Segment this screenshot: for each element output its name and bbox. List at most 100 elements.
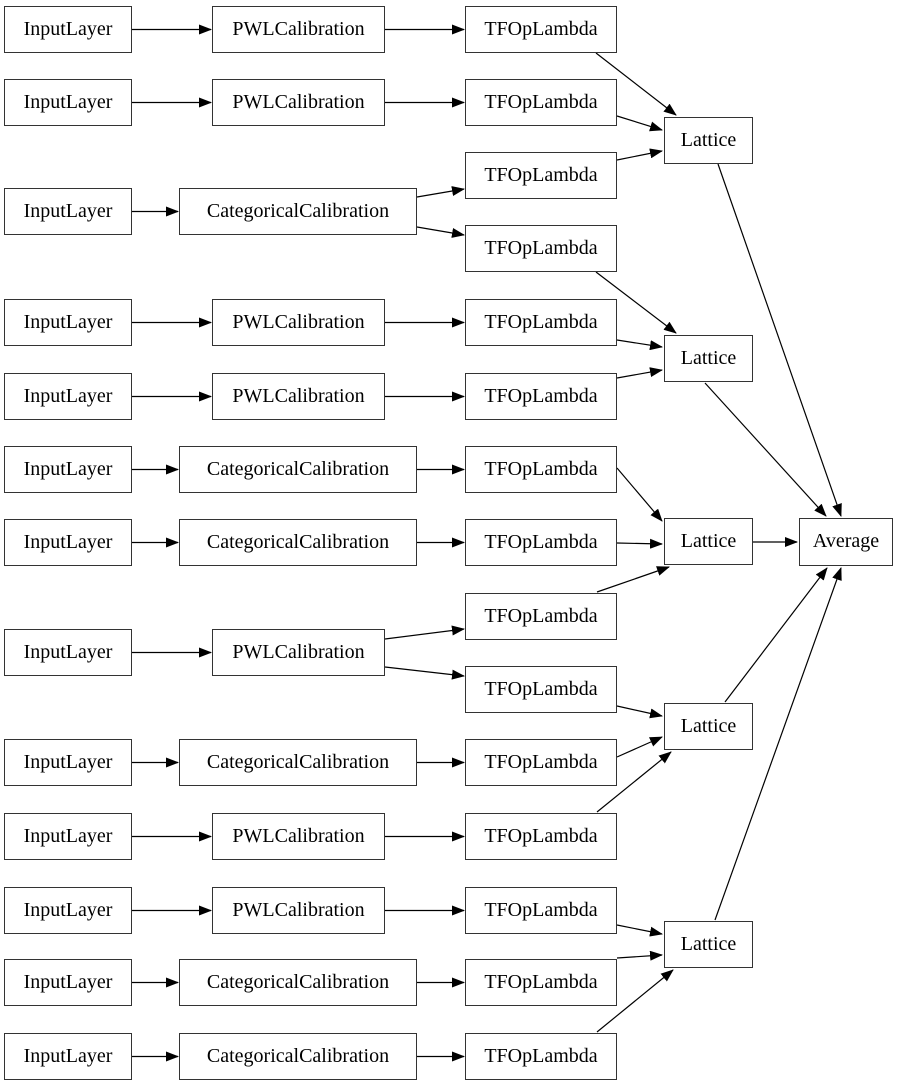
node-label: InputLayer — [23, 750, 113, 773]
node-label: Lattice — [680, 128, 737, 151]
edge-catcalib-1-to-lambda-4 — [416, 226, 465, 238]
node-label: TFOpLambda — [484, 17, 598, 40]
node-lattice-4: Lattice — [664, 703, 753, 750]
node-lambda-9: TFOpLambda — [465, 593, 617, 640]
node-lattice-5: Lattice — [664, 921, 753, 968]
node-pwlcalib-1: PWLCalibration — [212, 6, 385, 53]
edge-lambda-10-to-lattice-4 — [616, 705, 663, 719]
node-label: CategoricalCalibration — [206, 457, 390, 480]
node-label: TFOpLambda — [484, 457, 598, 480]
node-lattice-3: Lattice — [664, 518, 753, 565]
node-label: InputLayer — [23, 898, 113, 921]
node-input-4: InputLayer — [4, 299, 132, 346]
node-average-1: Average — [799, 518, 893, 566]
node-label: InputLayer — [23, 457, 113, 480]
node-pwlcalib-4: PWLCalibration — [212, 373, 385, 420]
node-label: CategoricalCalibration — [206, 199, 390, 222]
node-input-9: InputLayer — [4, 739, 132, 786]
node-catcalib-5: CategoricalCalibration — [179, 959, 417, 1006]
edge-lambda-5-to-lattice-2 — [616, 339, 663, 351]
edge-catcalib-1-to-lambda-3 — [416, 186, 465, 198]
node-lambda-5: TFOpLambda — [465, 299, 617, 346]
node-pwlcalib-5: PWLCalibration — [212, 629, 385, 676]
node-label: CategoricalCalibration — [206, 750, 390, 773]
node-lambda-13: TFOpLambda — [465, 887, 617, 934]
node-label: InputLayer — [23, 310, 113, 333]
node-label: CategoricalCalibration — [206, 530, 390, 553]
node-label: InputLayer — [23, 1044, 113, 1067]
edge-lattice-5-to-average-1 — [714, 567, 842, 921]
node-label: TFOpLambda — [484, 970, 598, 993]
edge-lambda-6-to-lattice-2 — [616, 367, 663, 379]
node-label: TFOpLambda — [484, 310, 598, 333]
node-lattice-1: Lattice — [664, 117, 753, 164]
edge-lambda-14-to-lattice-5 — [616, 950, 663, 961]
node-lambda-3: TFOpLambda — [465, 152, 617, 199]
node-label: TFOpLambda — [484, 90, 598, 113]
node-label: Lattice — [680, 714, 737, 737]
node-catcalib-3: CategoricalCalibration — [179, 519, 417, 566]
node-label: TFOpLambda — [484, 750, 598, 773]
node-lambda-11: TFOpLambda — [465, 739, 617, 786]
node-lambda-2: TFOpLambda — [465, 79, 617, 126]
node-catcalib-2: CategoricalCalibration — [179, 446, 417, 493]
node-pwlcalib-7: PWLCalibration — [212, 887, 385, 934]
edge-lattice-2-to-average-1 — [704, 382, 827, 517]
edge-lambda-12-to-lattice-4 — [596, 751, 672, 813]
node-label: InputLayer — [23, 970, 113, 993]
edge-lambda-1-to-lattice-1 — [595, 52, 677, 116]
node-label: PWLCalibration — [232, 17, 365, 40]
edge-lambda-9-to-lattice-3 — [596, 566, 670, 593]
edge-lambda-2-to-lattice-1 — [616, 115, 663, 132]
node-label: Lattice — [680, 346, 737, 369]
node-lambda-14: TFOpLambda — [465, 959, 617, 1006]
node-pwlcalib-6: PWLCalibration — [212, 813, 385, 860]
edge-lambda-15-to-lattice-5 — [596, 969, 674, 1033]
node-label: InputLayer — [23, 199, 113, 222]
node-catcalib-6: CategoricalCalibration — [179, 1033, 417, 1080]
edge-lambda-3-to-lattice-1 — [616, 148, 663, 161]
node-label: InputLayer — [23, 640, 113, 663]
node-label: TFOpLambda — [484, 604, 598, 627]
node-label: PWLCalibration — [232, 898, 365, 921]
node-lattice-2: Lattice — [664, 335, 753, 382]
node-label: CategoricalCalibration — [206, 970, 390, 993]
node-input-11: InputLayer — [4, 887, 132, 934]
node-label: TFOpLambda — [484, 163, 598, 186]
node-label: Lattice — [680, 932, 737, 955]
node-label: TFOpLambda — [484, 384, 598, 407]
edge-lambda-7-to-lattice-3 — [616, 467, 663, 522]
node-lambda-4: TFOpLambda — [465, 225, 617, 272]
node-label: TFOpLambda — [484, 677, 598, 700]
node-label: TFOpLambda — [484, 824, 598, 847]
node-label: PWLCalibration — [232, 384, 365, 407]
edge-lattice-1-to-average-1 — [717, 163, 842, 517]
node-label: InputLayer — [23, 824, 113, 847]
node-input-13: InputLayer — [4, 1033, 132, 1080]
node-label: TFOpLambda — [484, 530, 598, 553]
node-label: PWLCalibration — [232, 310, 365, 333]
node-input-8: InputLayer — [4, 629, 132, 676]
node-input-2: InputLayer — [4, 79, 132, 126]
node-label: InputLayer — [23, 530, 113, 553]
node-label: TFOpLambda — [484, 236, 598, 259]
node-pwlcalib-3: PWLCalibration — [212, 299, 385, 346]
node-input-12: InputLayer — [4, 959, 132, 1006]
node-label: InputLayer — [23, 384, 113, 407]
node-pwlcalib-2: PWLCalibration — [212, 79, 385, 126]
node-input-1: InputLayer — [4, 6, 132, 53]
node-label: PWLCalibration — [232, 640, 365, 663]
edge-lambda-4-to-lattice-2 — [595, 271, 677, 334]
edge-pwlcalib-5-to-lambda-10 — [384, 666, 465, 680]
node-label: InputLayer — [23, 17, 113, 40]
node-lambda-1: TFOpLambda — [465, 6, 617, 53]
node-label: PWLCalibration — [232, 90, 365, 113]
node-input-5: InputLayer — [4, 373, 132, 420]
node-input-7: InputLayer — [4, 519, 132, 566]
node-label: PWLCalibration — [232, 824, 365, 847]
node-label: InputLayer — [23, 90, 113, 113]
edge-lambda-11-to-lattice-4 — [616, 736, 663, 758]
node-label: Lattice — [680, 529, 737, 552]
